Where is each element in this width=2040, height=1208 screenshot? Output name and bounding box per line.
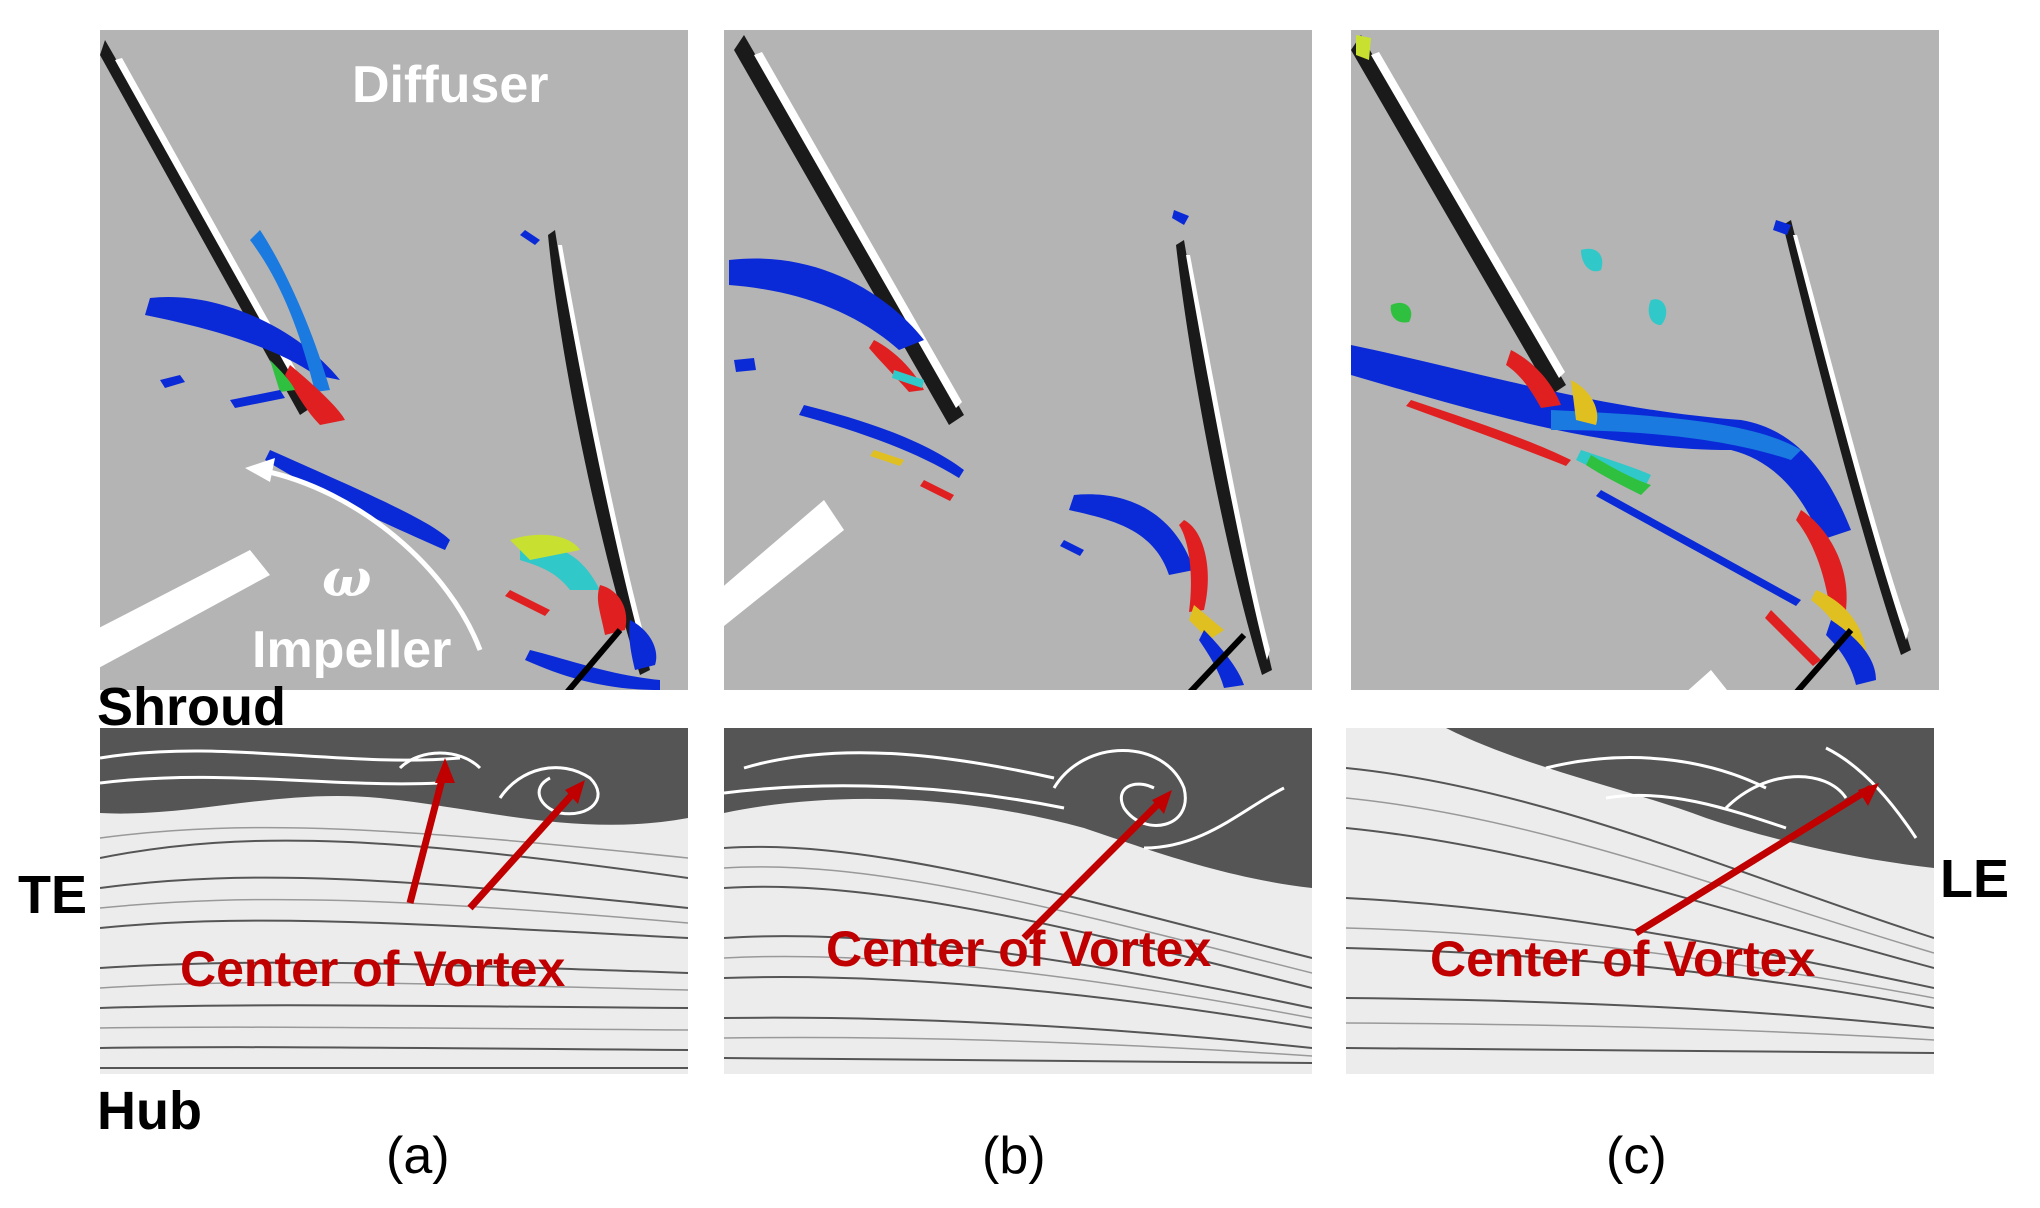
impeller-blade [100, 550, 270, 668]
caption-c: (c) [1606, 1127, 1667, 1185]
vortex-structure [145, 296, 340, 380]
impeller-label: Impeller [252, 621, 452, 679]
diffuser-blade-left [1351, 35, 1566, 395]
pointer-arrow-b [1187, 632, 1247, 690]
impeller-blade [724, 500, 844, 626]
shroud-label: Shroud [97, 677, 286, 737]
vortex-arrow-a1 [406, 767, 449, 904]
diffuser-label: Diffuser [352, 56, 549, 114]
le-label: LE [1940, 849, 2010, 909]
omega-label: ω [322, 548, 372, 609]
panel-c-streamlines [1346, 728, 1934, 1074]
vortex-structure [729, 258, 924, 350]
pointer-arrow-a [565, 628, 623, 690]
panel-a-streamlines [100, 728, 688, 1074]
rotation-arrow [259, 467, 483, 651]
panel-c-isosurface [1351, 30, 1939, 690]
center-of-vortex-label-a: Center of Vortex [180, 941, 566, 997]
center-of-vortex-label-b: Center of Vortex [826, 921, 1212, 977]
impeller-blade [1688, 670, 1727, 690]
vortex-arrow-a2 [467, 785, 581, 911]
panel-a-isosurface [100, 30, 688, 690]
vortex-arrow-c [1634, 785, 1873, 936]
panel-b-isosurface [724, 30, 1312, 690]
hub-label: Hub [97, 1081, 202, 1141]
pointer-arrow-c [1794, 628, 1854, 690]
panel-c-background [1351, 30, 1939, 690]
caption-b: (b) [982, 1127, 1046, 1185]
vortex-structure [1351, 345, 1851, 540]
panel-b-streamlines [724, 728, 1312, 1074]
center-of-vortex-label-c: Center of Vortex [1430, 931, 1816, 987]
diffuser-blade-right [548, 230, 650, 675]
caption-a: (a) [386, 1127, 450, 1185]
vortex-arrow-b [1021, 795, 1167, 941]
te-label: TE [18, 865, 88, 925]
panel-b-background [724, 30, 1312, 690]
